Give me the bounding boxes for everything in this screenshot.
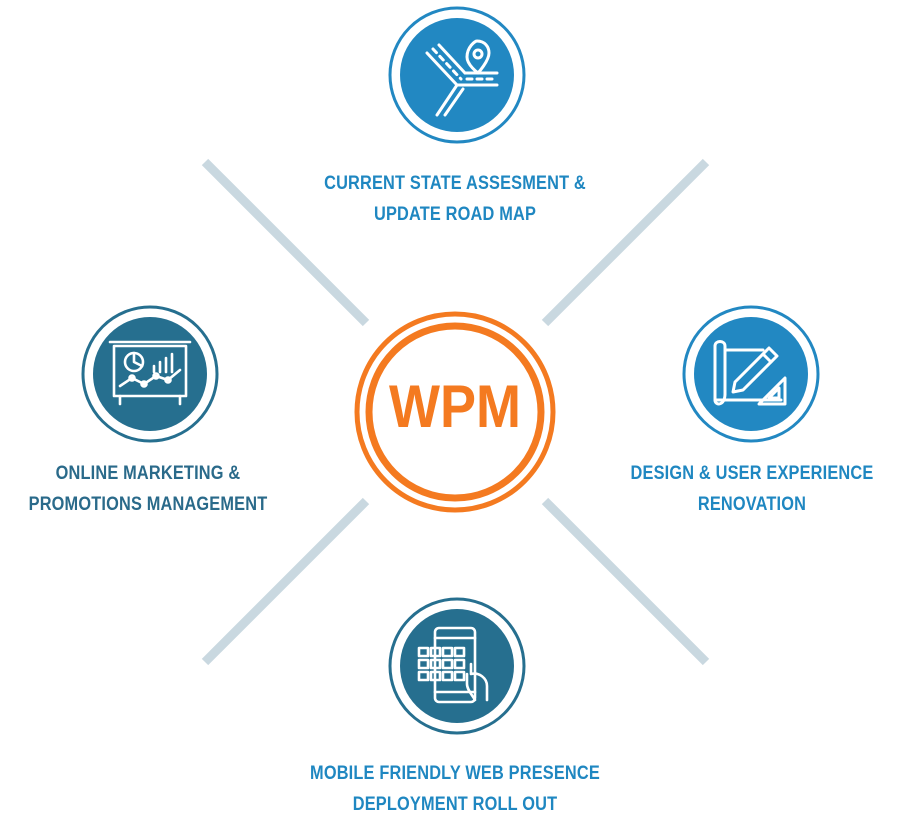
connector-top-left [201,158,370,327]
label-design-ux: DESIGN & USER EXPERIENCE RENOVATION [580,458,909,520]
label-line-1: ONLINE MARKETING & [55,463,241,484]
label-line-2: DEPLOYMENT ROLL OUT [352,794,558,815]
label-line-2: UPDATE ROAD MAP [373,204,537,225]
road-map-pin-icon [425,39,499,117]
label-line-2: RENOVATION [697,494,807,515]
node-left [81,305,219,443]
label-online-marketing: ONLINE MARKETING & PROMOTIONS MANAGEMENT [0,458,320,520]
blueprint-pencil-icon [713,340,787,406]
label-mobile-friendly: MOBILE FRIENDLY WEB PRESENCE DEPLOYMENT … [283,758,627,820]
label-line-1: CURRENT STATE ASSESMENT & [324,173,586,194]
connector-bottom-left [201,497,370,666]
hub [354,311,556,513]
node-right [682,305,820,443]
label-line-1: DESIGN & USER EXPERIENCE [630,463,874,484]
connectors [201,158,710,666]
hub-inner-ring [365,322,545,502]
connector-bottom-right [541,497,710,666]
hub-label: WPM [389,373,521,440]
label-line-1: MOBILE FRIENDLY WEB PRESENCE [310,763,600,784]
label-current-state: CURRENT STATE ASSESMENT & UPDATE ROAD MA… [283,168,627,230]
label-line-2: PROMOTIONS MANAGEMENT [28,494,268,515]
connector-top-right [541,158,710,327]
node-top [388,6,526,144]
presentation-chart-icon [108,340,192,406]
mobile-touch-grid-icon [417,626,489,704]
hub-outer-ring [354,311,556,513]
node-bottom [388,597,526,735]
